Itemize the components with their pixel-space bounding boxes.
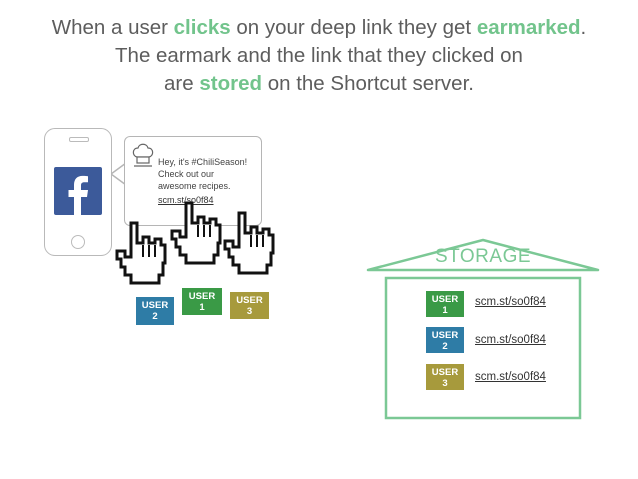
facebook-f-icon — [54, 167, 102, 215]
phone-outline — [44, 128, 112, 256]
storage-link-2[interactable]: scm.st/so0f84 — [475, 334, 546, 346]
headline-line-1: When a user clicks on your deep link the… — [51, 16, 587, 39]
highlight-stored: stored — [199, 72, 263, 95]
bubble-tail — [111, 163, 127, 185]
speech-bubble: Hey, it's #ChiliSeason! Check out our aw… — [124, 136, 262, 226]
bubble-deep-link[interactable]: scm.st/so0f84 — [158, 195, 214, 205]
hand-cursor-icon — [170, 201, 222, 265]
hand-cursor-icon — [115, 221, 167, 285]
bubble-text-line-3: awesome recipes. — [158, 181, 231, 191]
phone-speaker — [69, 137, 89, 142]
highlight-earmarked: earmarked — [476, 16, 581, 39]
highlight-clicks: clicks — [173, 16, 231, 39]
storage-house — [366, 238, 600, 420]
phone-home-button — [71, 235, 85, 249]
storage-title: STORAGE — [434, 246, 532, 267]
chef-hat-icon — [132, 143, 154, 167]
headline-line-3: are stored on the Shortcut server. — [164, 72, 474, 95]
storage-link-3[interactable]: scm.st/so0f84 — [475, 371, 546, 383]
headline: When a user clicks on your deep link the… — [0, 14, 638, 98]
storage-link-1[interactable]: scm.st/so0f84 — [475, 296, 546, 308]
bubble-text-line-2: Check out our — [158, 169, 215, 179]
headline-line-2: The earmark and the link that they click… — [115, 44, 523, 67]
hand-cursor-icon — [223, 211, 275, 275]
bubble-text-line-1: Hey, it's #ChiliSeason! — [158, 157, 248, 167]
